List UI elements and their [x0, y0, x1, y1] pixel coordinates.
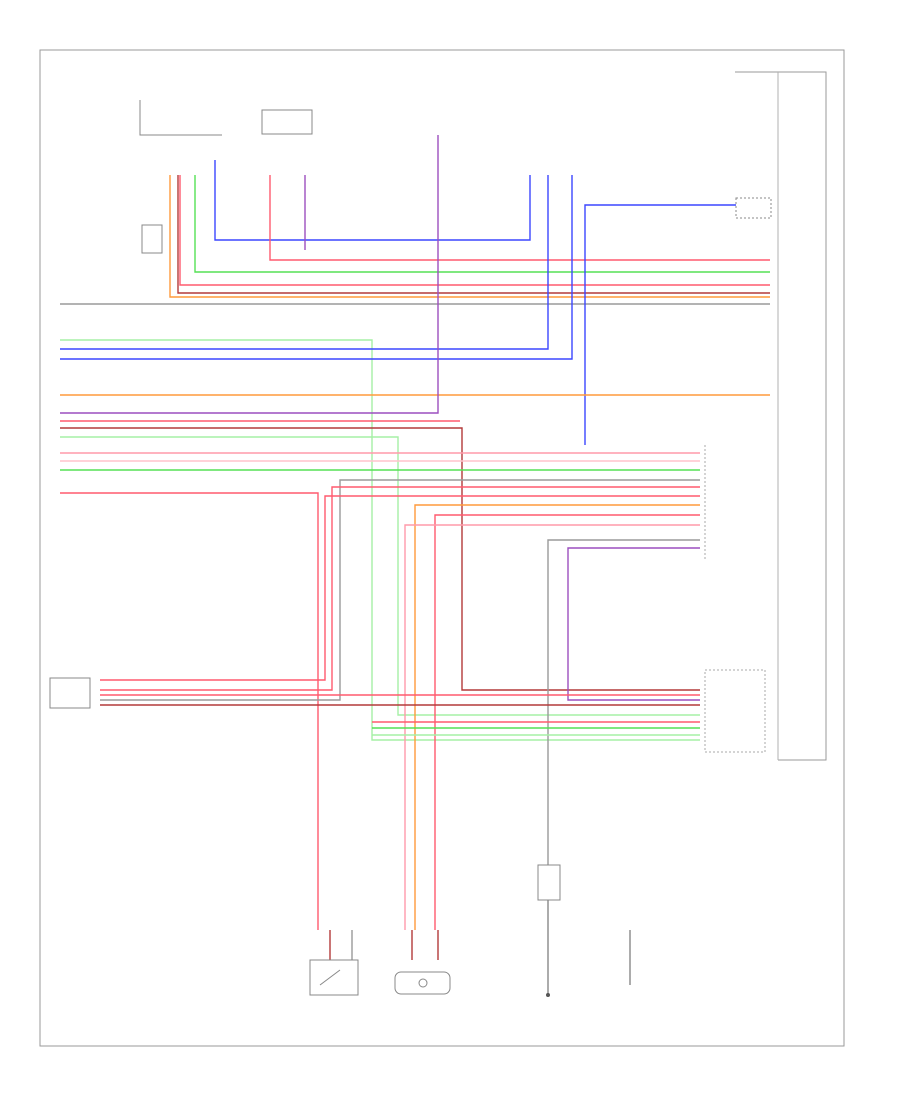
- wire-blue-mid2: [60, 175, 573, 360]
- wire-orange-down: [414, 504, 700, 930]
- top-left-connector: [139, 100, 222, 136]
- wire-red-fan1: [100, 486, 700, 691]
- wire-pink-down: [404, 524, 700, 930]
- wire-group: [60, 135, 770, 995]
- wire-red-fan2: [100, 495, 700, 681]
- wire-gray-down: [547, 539, 700, 865]
- junction-block-top-right: [735, 197, 772, 219]
- wire-lightgreen-long: [60, 339, 700, 741]
- wire-blue-mid1: [60, 175, 549, 350]
- center-connector: [537, 864, 561, 997]
- wire-darkred-long: [60, 427, 700, 691]
- wire-orange-top: [169, 175, 770, 298]
- wire-red-down2: [434, 514, 700, 930]
- rail-right: [735, 71, 827, 761]
- left-connector-box: [141, 224, 163, 254]
- wire-gray-fan: [100, 479, 700, 701]
- diagram-frame: [39, 49, 845, 1047]
- wire-blue-top: [214, 160, 531, 241]
- passenger-belt-module: [704, 669, 766, 753]
- wire-purple-fan: [567, 547, 700, 701]
- wire-green-1: [194, 175, 770, 273]
- wire-red-down: [60, 492, 319, 930]
- sensor-bottom: [394, 971, 451, 995]
- wire-darkred-top: [177, 175, 770, 294]
- left-lower-connector: [49, 677, 91, 709]
- top-module-box: [261, 109, 313, 135]
- wire-lightgreen-2: [60, 436, 700, 716]
- wire-purple-long: [60, 135, 439, 414]
- wire-red-2: [179, 175, 770, 286]
- wire-blue-right: [584, 204, 736, 445]
- seat-position-switch: [309, 959, 359, 996]
- wire-red-1: [269, 175, 770, 261]
